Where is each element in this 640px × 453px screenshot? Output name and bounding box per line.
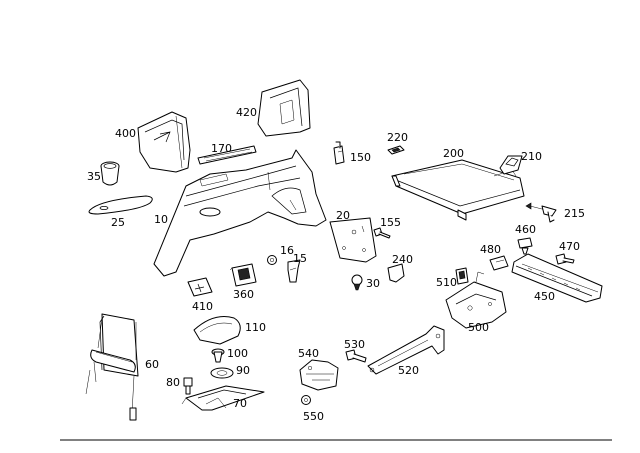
part-460-plug bbox=[517, 237, 533, 255]
part-470-screw bbox=[555, 253, 575, 265]
callout-410: 410 bbox=[192, 300, 213, 313]
part-540-bracket bbox=[299, 359, 339, 391]
part-530-bolt bbox=[345, 349, 367, 363]
part-35-container bbox=[100, 161, 120, 186]
callout-155: 155 bbox=[380, 216, 401, 229]
part-155-screw bbox=[373, 227, 391, 239]
callout-400: 400 bbox=[115, 127, 136, 140]
part-450-loading-sill bbox=[511, 253, 603, 303]
callout-240: 240 bbox=[392, 253, 413, 266]
part-410-first-aid-kit bbox=[187, 277, 213, 297]
callout-15: 15 bbox=[293, 252, 307, 265]
callout-510: 510 bbox=[436, 276, 457, 289]
callout-30: 30 bbox=[366, 277, 380, 290]
part-170-sill-strip bbox=[197, 145, 257, 165]
part-420-upper-panel bbox=[257, 79, 311, 137]
callout-90: 90 bbox=[236, 364, 250, 377]
part-100-screw bbox=[211, 348, 225, 363]
callout-530: 530 bbox=[344, 338, 365, 351]
part-30-clip bbox=[351, 274, 363, 291]
callout-220: 220 bbox=[387, 131, 408, 144]
callout-25: 25 bbox=[111, 216, 125, 229]
part-210-cap bbox=[499, 155, 523, 175]
callout-540: 540 bbox=[298, 347, 319, 360]
part-150-bracket bbox=[333, 141, 345, 165]
part-400-trim-panel bbox=[137, 111, 191, 173]
part-20-mounting-panel bbox=[329, 217, 377, 263]
callout-200: 200 bbox=[443, 147, 464, 160]
callout-500: 500 bbox=[468, 321, 489, 334]
part-60-cargo-net bbox=[85, 313, 139, 421]
callout-10: 10 bbox=[154, 213, 168, 226]
part-200-luggage-cover bbox=[391, 159, 525, 221]
callout-labels: 10 15 16 20 25 30 35 60 70 80 90 100 110… bbox=[87, 106, 585, 423]
callout-460: 460 bbox=[515, 223, 536, 236]
callout-80: 80 bbox=[166, 376, 180, 389]
callout-110: 110 bbox=[245, 321, 266, 334]
part-215-hook bbox=[525, 202, 557, 223]
part-480-clip bbox=[489, 255, 509, 271]
callout-16: 16 bbox=[280, 244, 294, 257]
callout-170: 170 bbox=[211, 142, 232, 155]
part-15-clip bbox=[287, 259, 301, 283]
part-550-nut bbox=[301, 395, 311, 405]
part-510-clip bbox=[455, 267, 469, 285]
part-16-grommet bbox=[267, 255, 277, 265]
callout-100: 100 bbox=[227, 347, 248, 360]
part-10-side-trim bbox=[153, 149, 327, 277]
part-25-cover-plate bbox=[88, 195, 153, 215]
callout-550: 550 bbox=[303, 410, 324, 423]
part-520-support-bar bbox=[367, 325, 445, 375]
callout-450: 450 bbox=[534, 290, 555, 303]
part-500-bracket bbox=[445, 271, 507, 329]
callout-360: 360 bbox=[233, 288, 254, 301]
callout-60: 60 bbox=[145, 358, 159, 371]
part-220-clip bbox=[387, 145, 405, 155]
callout-470: 470 bbox=[559, 240, 580, 253]
callout-35: 35 bbox=[87, 170, 101, 183]
part-110-cover bbox=[193, 316, 241, 345]
part-80-bolt bbox=[183, 377, 193, 395]
callout-520: 520 bbox=[398, 364, 419, 377]
callout-420: 420 bbox=[236, 106, 257, 119]
callout-20: 20 bbox=[336, 209, 350, 222]
callout-70: 70 bbox=[233, 397, 247, 410]
part-360-socket bbox=[229, 263, 257, 287]
part-240-plate bbox=[387, 263, 405, 283]
callout-215: 215 bbox=[564, 207, 585, 220]
part-70-frame bbox=[181, 385, 265, 411]
callout-150: 150 bbox=[350, 151, 371, 164]
callout-480: 480 bbox=[480, 243, 501, 256]
callout-210: 210 bbox=[521, 150, 542, 163]
part-90-washer bbox=[210, 367, 234, 379]
